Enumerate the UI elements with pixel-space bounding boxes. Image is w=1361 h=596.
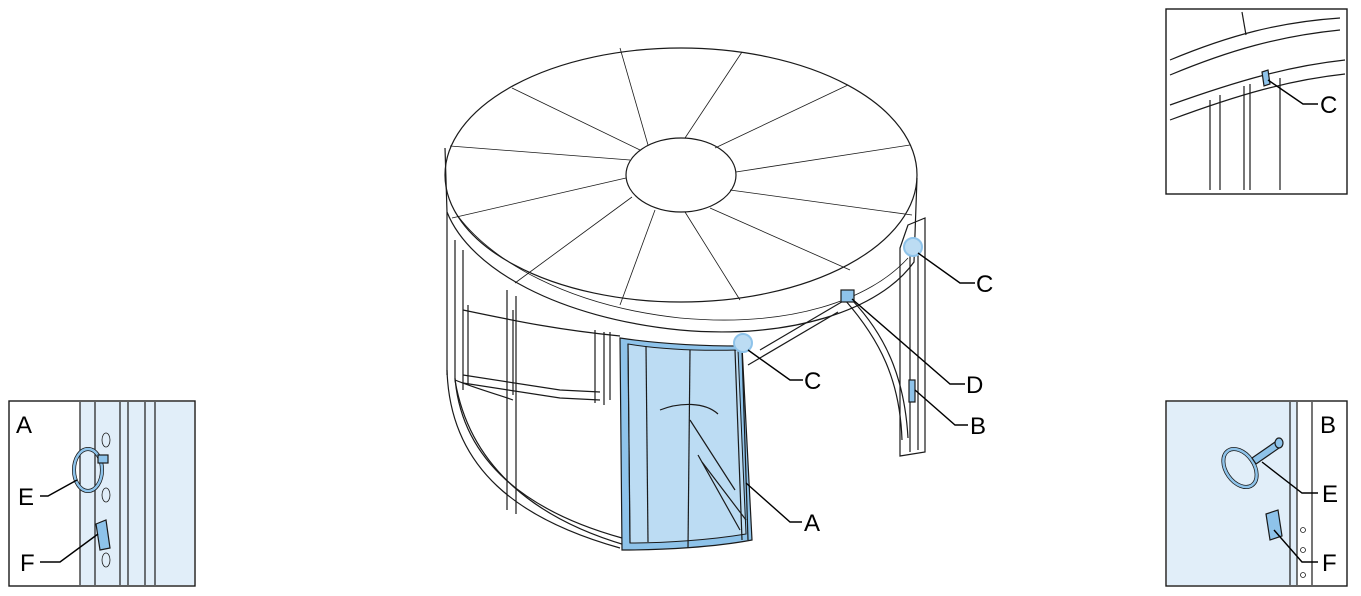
- detail-b-label-e: E: [1322, 481, 1338, 508]
- door-wing-right: [747, 217, 926, 457]
- label-c-lower: C: [804, 368, 821, 395]
- door-wing-front-highlight: [619, 337, 753, 551]
- detail-b-cylinder: [1265, 509, 1283, 541]
- detail-c-label: C: [1320, 92, 1337, 119]
- part-d-block: [840, 289, 855, 303]
- canopy-band: [444, 147, 918, 333]
- canopy-spokes: [449, 47, 913, 306]
- callout-circle-c-upper: [903, 237, 923, 257]
- detail-a-cylinder: [95, 519, 111, 551]
- drum-base-outline: [446, 369, 621, 549]
- part-b-marker: [908, 379, 916, 403]
- detail-b-ring-pin: [1221, 437, 1284, 489]
- detail-panel-a: A E F: [8, 400, 196, 587]
- label-b: B: [970, 413, 986, 440]
- detail-a-ring-pin: [72, 447, 109, 493]
- canopy-top: [444, 47, 918, 303]
- canopy-hub: [625, 137, 737, 213]
- detail-b-label-f: F: [1322, 550, 1337, 577]
- drum-rails: [454, 309, 621, 401]
- drum-posts: [446, 212, 611, 514]
- callout-circle-c-lower: [733, 333, 753, 353]
- main-callouts: C C D B A: [745, 252, 993, 537]
- detail-panel-b: B E F: [1165, 400, 1348, 587]
- label-c-upper: C: [976, 271, 993, 298]
- detail-a-label-e: E: [18, 484, 34, 511]
- detail-a-title: A: [16, 412, 32, 439]
- label-d: D: [966, 372, 983, 399]
- label-a: A: [804, 510, 820, 537]
- detail-a-label-f: F: [20, 550, 35, 577]
- revolving-door-illustration: [444, 47, 926, 551]
- detail-c-part: [1261, 69, 1271, 87]
- detail-b-title: B: [1320, 412, 1336, 439]
- detail-panel-c: C: [1165, 8, 1348, 195]
